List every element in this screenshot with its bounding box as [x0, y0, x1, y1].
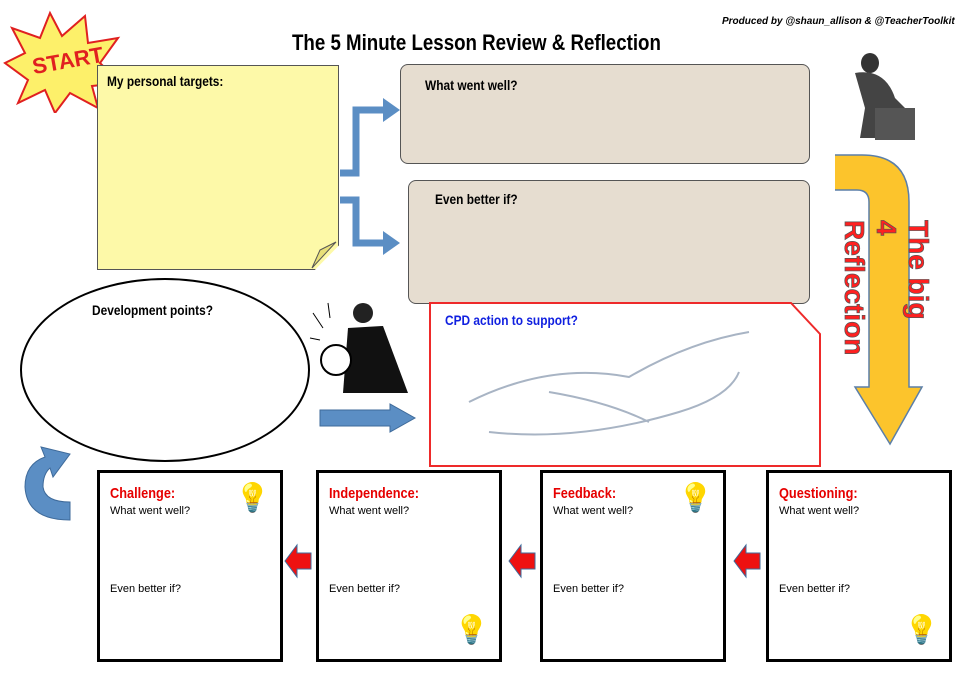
- what-went-well-scroll[interactable]: [400, 64, 810, 164]
- what-went-well-label: What went well?: [425, 77, 518, 93]
- cpd-label: CPD action to support?: [445, 312, 578, 328]
- left-arrow-icon: [733, 543, 761, 579]
- feedback-box[interactable]: Feedback: What went well? Even better if…: [540, 470, 726, 662]
- box-q2: Even better if?: [110, 583, 181, 595]
- even-better-if-label: Even better if?: [435, 191, 518, 207]
- box-title: Feedback:: [553, 485, 617, 502]
- lightbulb-icon: 💡: [904, 614, 939, 645]
- box-q2: Even better if?: [553, 583, 624, 595]
- box-title: Independence:: [329, 485, 419, 502]
- left-arrow-icon: [508, 543, 536, 579]
- challenge-box[interactable]: Challenge: What went well? Even better i…: [97, 470, 283, 662]
- cpd-box[interactable]: [429, 302, 822, 468]
- box-title: Challenge:: [110, 485, 176, 502]
- box-q1: What went well?: [553, 505, 634, 517]
- development-points-ellipse[interactable]: [20, 278, 310, 462]
- box-q2: Even better if?: [329, 583, 400, 595]
- crystal-ball-man-icon: [309, 302, 408, 393]
- lightbulb-icon: 💡: [678, 482, 713, 513]
- start-burst-icon: [3, 10, 123, 113]
- personal-targets-label: My personal targets:: [107, 73, 224, 89]
- split-arrows-icon: [340, 98, 400, 255]
- reflection-arrow-icon: [835, 154, 924, 446]
- personal-targets-note[interactable]: [97, 65, 339, 270]
- credit-text: Produced by @shaun_allison & @TeacherToo…: [722, 16, 955, 27]
- independence-box[interactable]: Independence: What went well? Even bette…: [316, 470, 502, 662]
- box-q1: What went well?: [110, 505, 191, 517]
- questioning-box[interactable]: Questioning: What went well? Even better…: [766, 470, 952, 662]
- box-q1: What went well?: [329, 505, 410, 517]
- big4-line2: 4: [871, 220, 903, 236]
- box-q2: Even better if?: [779, 583, 850, 595]
- big4-line3: Reflection: [839, 220, 871, 356]
- curved-arrow-icon: [24, 446, 71, 521]
- development-points-label: Development points?: [92, 302, 214, 318]
- lightbulb-icon: 💡: [454, 614, 489, 645]
- handshake-icon: [468, 331, 750, 436]
- big4-line1: The big: [903, 220, 935, 320]
- page-title: The 5 Minute Lesson Review & Reflection: [292, 30, 661, 55]
- left-arrow-icon: [284, 543, 312, 579]
- box-q1: What went well?: [779, 505, 860, 517]
- right-arrow-icon: [319, 403, 417, 433]
- lightbulb-icon: 💡: [235, 482, 270, 513]
- page-curl-icon: [311, 241, 337, 269]
- even-better-if-scroll[interactable]: [408, 180, 810, 304]
- thinker-statue-icon: [855, 53, 915, 140]
- box-title: Questioning:: [779, 485, 858, 502]
